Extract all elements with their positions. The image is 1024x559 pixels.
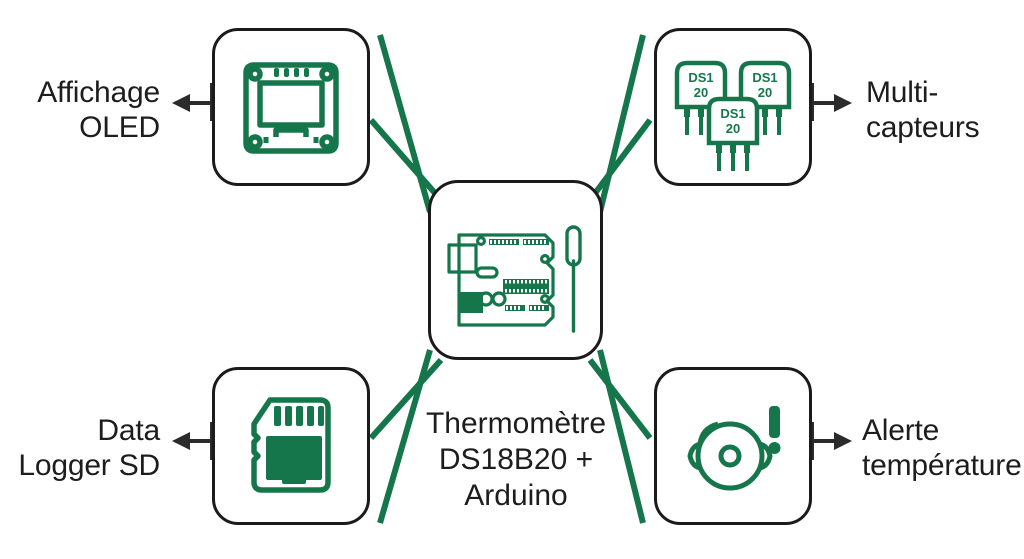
svg-text:20: 20 [758, 85, 772, 100]
center-box-arduino[interactable] [428, 180, 603, 360]
ds18b20-sensors-icon: DS1 20 DS1 [665, 41, 801, 173]
svg-text:20: 20 [726, 121, 740, 136]
node-box-multi-sensors[interactable]: DS1 20 DS1 [654, 28, 812, 186]
arrow-oled [172, 83, 214, 121]
svg-text:DS1: DS1 [688, 70, 713, 85]
wire-sensors-b [597, 34, 646, 213]
oled-display-module-icon [238, 55, 344, 159]
node-box-oled[interactable] [212, 28, 370, 186]
label-oled: Affichage OLED [37, 76, 160, 145]
wire-sensors-a [587, 118, 653, 202]
arrow-temperature-alert [810, 422, 852, 460]
label-multi-sensors: Multi- capteurs [866, 76, 980, 145]
sd-card-icon [244, 394, 338, 498]
node-box-temperature-alert[interactable] [654, 367, 812, 525]
label-data-logger: Data Logger SD [18, 414, 160, 483]
wire-oled-b [377, 34, 433, 213]
center-label-thermometer: Thermomètre DS18B20 + Arduino [425, 407, 607, 512]
arduino-board-with-temperature-probe-icon [441, 195, 591, 345]
label-temperature-alert: Alerte température [862, 414, 1022, 483]
node-box-data-logger[interactable] [212, 367, 370, 525]
svg-text:DS1: DS1 [752, 70, 777, 85]
svg-text:DS1: DS1 [720, 106, 745, 121]
buzzer-alert-icon [678, 394, 788, 498]
arrow-data-logger [172, 422, 214, 460]
svg-text:20: 20 [694, 85, 708, 100]
wire-oled-a [368, 118, 444, 202]
arrow-multi-sensors [810, 83, 852, 121]
